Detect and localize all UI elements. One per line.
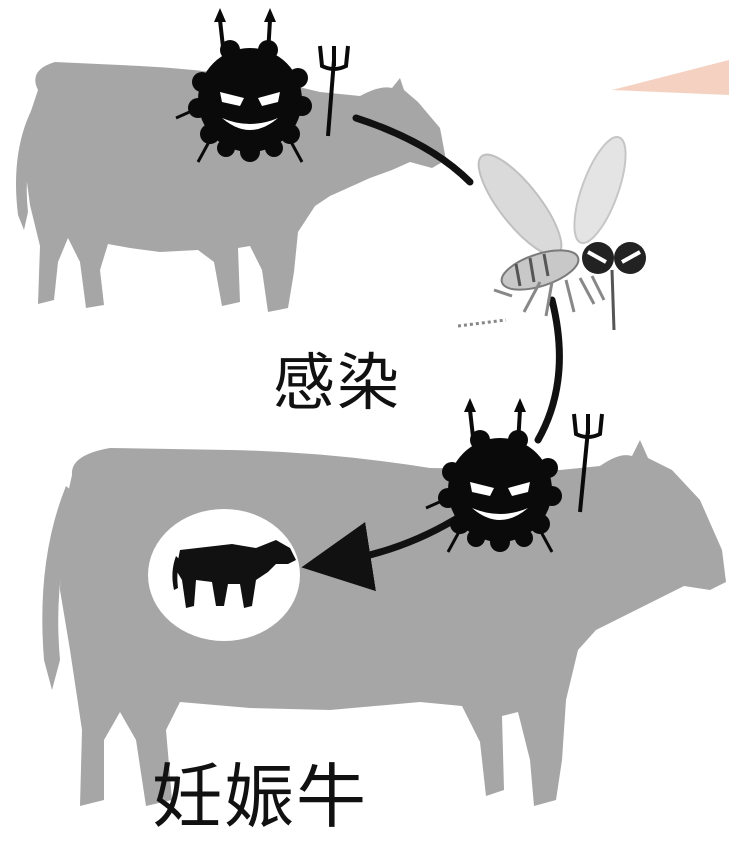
- cow-silhouette-top: [16, 62, 446, 312]
- cow-silhouette-bottom: [42, 440, 726, 806]
- pregnant-cow-label: 妊娠牛: [152, 756, 368, 838]
- transmission-path-top: [352, 114, 474, 186]
- mosquito-icon: [457, 136, 646, 331]
- arrow-icon: [301, 516, 458, 592]
- corner-accent-shape: [612, 60, 729, 95]
- virus-character-icon: [425, 398, 562, 553]
- pitchfork-icon: [572, 413, 604, 513]
- virus-character-icon: [175, 8, 312, 163]
- pitchfork-icon: [318, 45, 350, 137]
- fetus-calf-icon: [172, 540, 296, 608]
- transmission-path-middle: [534, 296, 563, 444]
- infection-label: 感染: [273, 346, 402, 419]
